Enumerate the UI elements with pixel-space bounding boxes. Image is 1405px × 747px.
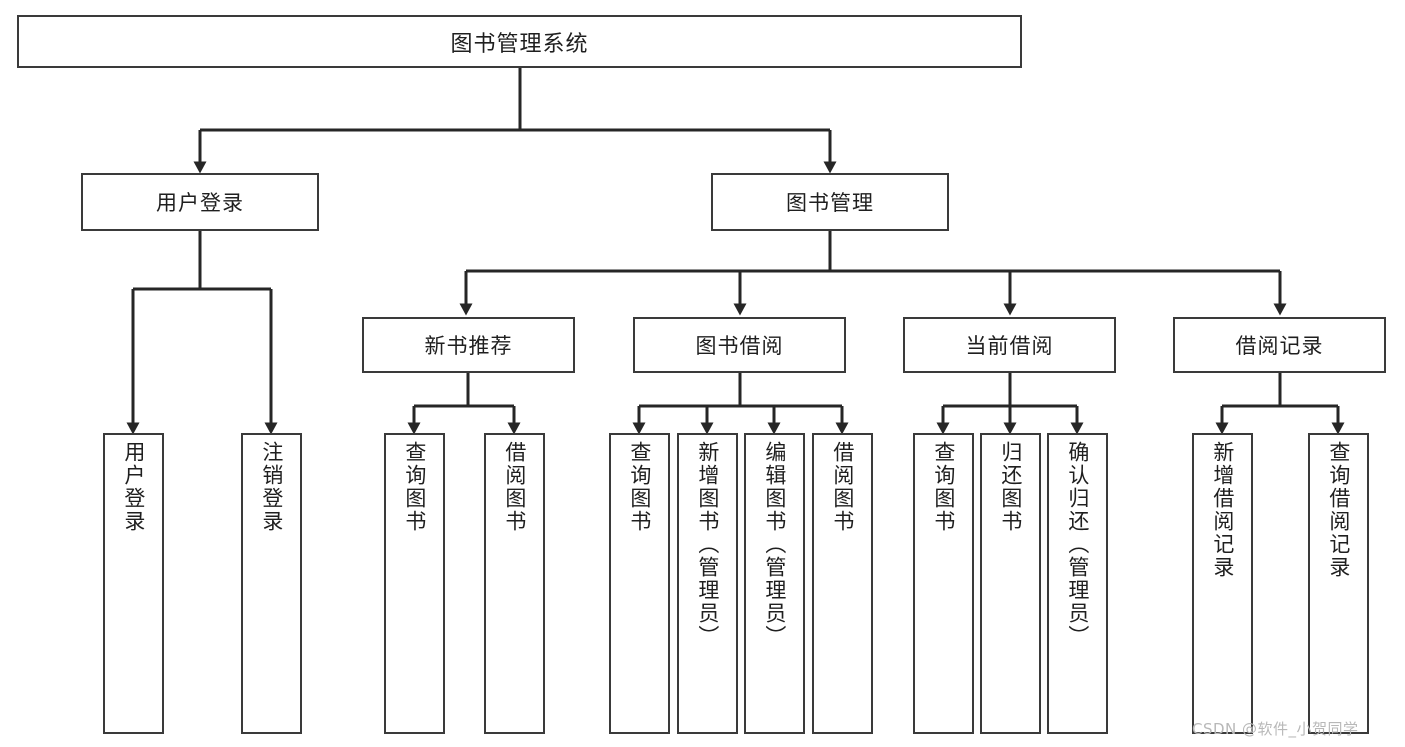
node-label: 借阅记录 xyxy=(1235,334,1324,358)
leaf-user-login-signin[interactable]: 用户登录 xyxy=(103,433,164,734)
leaf-user-login-signout[interactable]: 注销登录 xyxy=(241,433,302,734)
leaf-borrow-query-book[interactable]: 查询图书 xyxy=(609,433,670,734)
leaf-record-add-record[interactable]: 新增借阅记录 xyxy=(1192,433,1253,734)
watermark-text: CSDN @软件_小贺同学 xyxy=(1192,720,1359,738)
node-label: 用户登录 xyxy=(156,191,244,215)
node-label: 查询借阅记录 xyxy=(1326,441,1351,579)
node-label: 借阅图书 xyxy=(830,441,855,533)
node-new-book-recommend[interactable]: 新书推荐 xyxy=(362,317,575,373)
node-book-management[interactable]: 图书管理 xyxy=(711,173,949,231)
node-label: 新增借阅记录 xyxy=(1210,441,1235,579)
node-label: 查询图书 xyxy=(627,441,652,533)
leaf-current-confirm-return-admin[interactable]: 确认归还（管理员） xyxy=(1047,433,1108,734)
leaf-recommend-borrow-book[interactable]: 借阅图书 xyxy=(484,433,545,734)
leaf-record-query-record[interactable]: 查询借阅记录 xyxy=(1308,433,1369,734)
node-label: 编辑图书（管理员） xyxy=(762,441,787,648)
node-user-login[interactable]: 用户登录 xyxy=(81,173,319,231)
node-label: 图书管理 xyxy=(786,191,874,215)
node-label: 确认归还（管理员） xyxy=(1065,441,1090,648)
node-borrow-record[interactable]: 借阅记录 xyxy=(1173,317,1386,373)
leaf-borrow-borrow-book[interactable]: 借阅图书 xyxy=(812,433,873,734)
node-root-system[interactable]: 图书管理系统 xyxy=(17,15,1022,68)
node-label: 查询图书 xyxy=(931,441,956,533)
node-label: 当前借阅 xyxy=(965,334,1054,358)
node-label: 图书管理系统 xyxy=(450,31,589,57)
csdn-watermark: CSDN @软件_小贺同学 xyxy=(1192,718,1359,739)
node-label: 查询图书 xyxy=(402,441,427,533)
leaf-current-query-book[interactable]: 查询图书 xyxy=(913,433,974,734)
node-book-borrow[interactable]: 图书借阅 xyxy=(633,317,846,373)
node-label: 注销登录 xyxy=(259,441,284,533)
node-label: 借阅图书 xyxy=(502,441,527,533)
node-label: 图书借阅 xyxy=(695,334,784,358)
leaf-borrow-edit-book-admin[interactable]: 编辑图书（管理员） xyxy=(744,433,805,734)
node-label: 新增图书（管理员） xyxy=(695,441,720,648)
leaf-recommend-query-book[interactable]: 查询图书 xyxy=(384,433,445,734)
node-label: 归还图书 xyxy=(998,441,1023,533)
node-label: 新书推荐 xyxy=(424,334,513,358)
leaf-borrow-add-book-admin[interactable]: 新增图书（管理员） xyxy=(677,433,738,734)
leaf-current-return-book[interactable]: 归还图书 xyxy=(980,433,1041,734)
node-label: 用户登录 xyxy=(121,441,146,533)
node-current-borrow[interactable]: 当前借阅 xyxy=(903,317,1116,373)
